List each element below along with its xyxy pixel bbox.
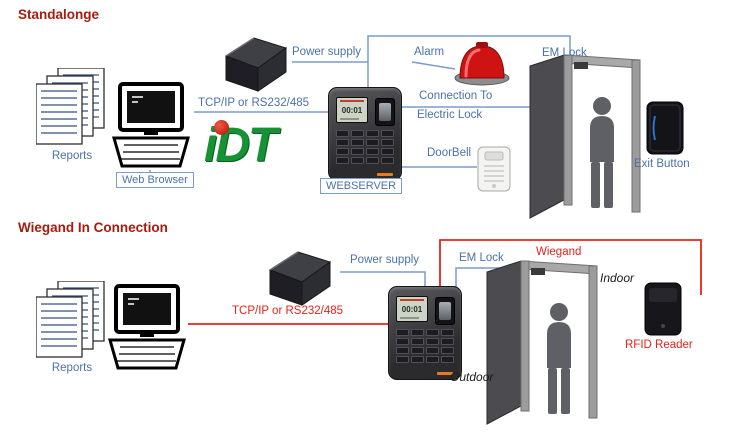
door-icon — [486, 260, 598, 425]
line-emlock-standalone — [367, 35, 571, 88]
indoor-label: Indoor — [600, 271, 635, 285]
line-power-wiegand — [340, 271, 426, 288]
door-panel — [486, 260, 522, 425]
idt-logo: iDT — [204, 118, 316, 180]
exit-button-label: Exit Button — [634, 158, 690, 170]
doorbell-icon — [477, 146, 511, 192]
section-title-wiegand: Wiegand In Connection — [18, 220, 168, 235]
section-title-standalone: Standalonge — [18, 7, 100, 22]
em-lock-block — [531, 268, 545, 275]
wiegand-label: Wiegand — [536, 246, 582, 258]
door-icon — [529, 54, 641, 219]
terminal-brand-mark — [437, 372, 453, 375]
terminal-keypad — [336, 130, 394, 164]
em-lock-label: EM Lock — [542, 47, 587, 59]
electric-lock-label: Electric Lock — [417, 109, 483, 121]
connection-to-label: Connection To — [419, 90, 493, 102]
exit-button-icon — [646, 101, 684, 155]
alarm-label: Alarm — [414, 46, 445, 58]
web-browser-box: Web Browser — [116, 172, 194, 188]
rfid-reader-label: RFID Reader — [625, 339, 693, 351]
tcpip-label: TCP/IP or RS232/485 — [232, 305, 344, 317]
reports-icon — [36, 281, 105, 358]
tcpip-label: TCP/IP or RS232/485 — [198, 97, 310, 109]
terminal-keypad — [396, 329, 454, 363]
line-wiegand — [439, 239, 702, 295]
fingerprint-sensor — [435, 297, 455, 325]
em-lock-block — [574, 62, 588, 69]
reports-label: Reports — [51, 150, 93, 162]
line-alarm — [411, 61, 456, 70]
outdoor-label: Outdoor — [450, 370, 494, 384]
terminal-screen: 00:01 — [336, 97, 368, 123]
fingerprint-sensor — [375, 98, 395, 126]
door-panel — [529, 54, 565, 219]
alarm-icon — [454, 42, 510, 86]
doorbell-label: DoorBell — [427, 147, 472, 159]
computer-icon — [108, 284, 186, 370]
power-supply-icon — [268, 251, 332, 306]
webserver-box: WEBSERVER — [320, 178, 403, 194]
person-icon — [590, 97, 614, 208]
rfid-reader-icon — [644, 282, 682, 336]
power-supply-label: Power supply — [350, 254, 420, 266]
power-supply-icon — [224, 37, 288, 92]
em-lock-label: EM Lock — [459, 252, 504, 264]
terminal-brand-mark — [377, 173, 393, 176]
computer-icon — [112, 82, 190, 168]
reports-icon — [36, 68, 105, 145]
reports-label: Reports — [51, 362, 93, 374]
terminal-screen: 00:01 — [396, 296, 428, 322]
idt-logo-dot — [214, 120, 229, 135]
person-icon — [547, 303, 571, 414]
fingerprint-terminal-icon: 00:01 — [388, 286, 462, 380]
power-supply-label: Power supply — [292, 46, 362, 58]
fingerprint-terminal-icon: 00:01 — [328, 87, 402, 181]
